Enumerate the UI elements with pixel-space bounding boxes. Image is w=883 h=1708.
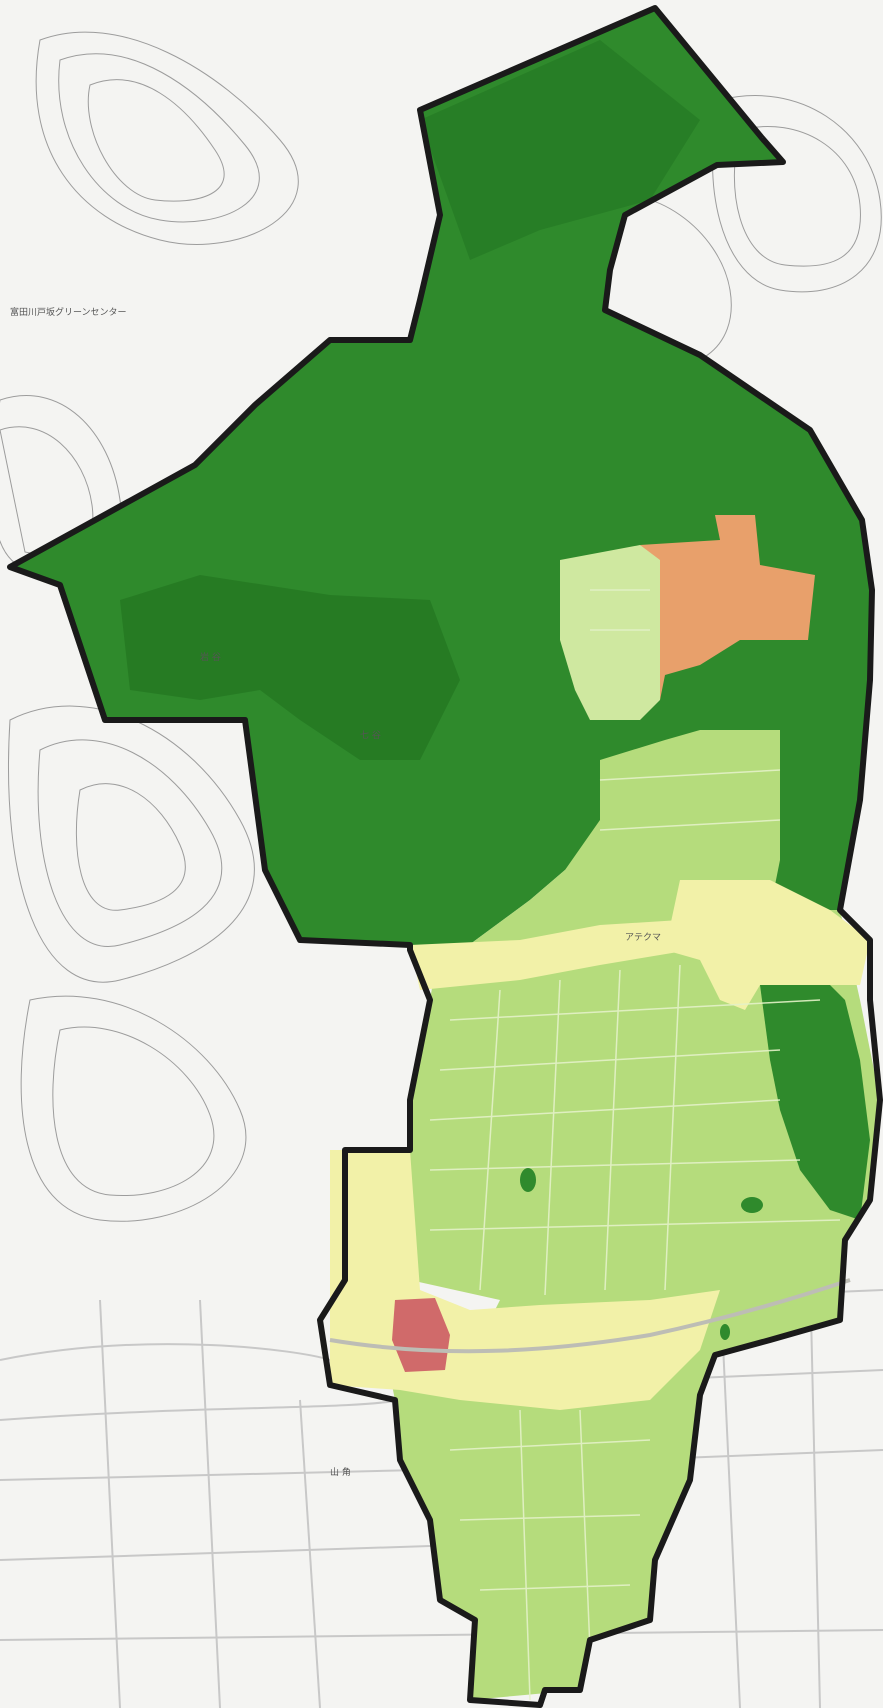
forest-patch-1 — [520, 1168, 536, 1192]
forest-zone — [10, 8, 872, 970]
planning-boundary — [7, 5, 883, 1708]
forest-ridge-shade-2 — [420, 40, 700, 260]
farmland-zone-upper — [560, 545, 670, 720]
residential-zone-west — [345, 1150, 405, 1280]
forest-zone-east — [760, 975, 870, 1220]
forest-patch-3 — [720, 1324, 730, 1340]
main-road — [329, 1278, 851, 1354]
residential-zone-central — [665, 880, 870, 1010]
field-grid — [429, 589, 841, 1701]
forest-patch-2 — [741, 1197, 763, 1213]
label-mountain-a: 岩 谷 — [200, 653, 221, 663]
label-facility-a: 富田川戸坂グリーンセンター — [10, 308, 127, 318]
forest-ridge-shade — [120, 575, 460, 760]
label-mountain-b: 七 谷 — [360, 731, 381, 741]
label-district-b: アテクマ — [625, 933, 662, 943]
label-district-a: 山 角 — [330, 1468, 351, 1478]
commercial-zone — [640, 515, 815, 700]
residential-zone-road — [410, 920, 690, 990]
industrial-zone — [392, 1298, 450, 1372]
